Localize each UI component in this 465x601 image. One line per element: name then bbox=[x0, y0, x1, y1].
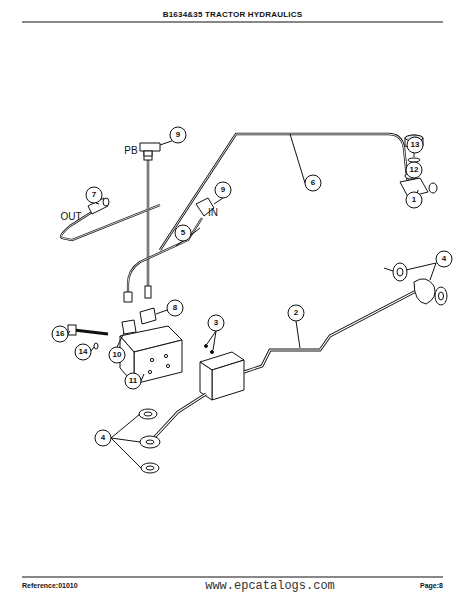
port-label: OUT bbox=[60, 212, 81, 222]
watermark: www.epcatalogs.com bbox=[205, 580, 335, 592]
port-label: IN bbox=[208, 208, 218, 218]
callout-number: 16 bbox=[56, 330, 65, 338]
callout-number: 1 bbox=[412, 196, 416, 204]
footer-reference: Reference:01010 bbox=[22, 582, 78, 589]
callout-number: 4 bbox=[101, 434, 105, 442]
callout-number: 8 bbox=[173, 304, 177, 312]
callout-number: 12 bbox=[410, 166, 419, 174]
callout-number: 5 bbox=[181, 229, 185, 237]
callout-number: 11 bbox=[129, 377, 137, 385]
footer-page: Page:8 bbox=[420, 582, 443, 589]
callout-number: 3 bbox=[214, 319, 218, 327]
port-label: PB bbox=[124, 146, 137, 156]
callout-number: 9 bbox=[176, 131, 180, 139]
callout-number: 2 bbox=[294, 309, 298, 317]
callout-number: 7 bbox=[92, 191, 96, 199]
callout-number: 13 bbox=[411, 141, 420, 149]
callout-number: 9 bbox=[221, 186, 225, 194]
callout-number: 10 bbox=[113, 351, 122, 359]
callout-number: 14 bbox=[79, 348, 88, 356]
page-title: B1634&35 TRACTOR HYDRAULICS bbox=[0, 10, 465, 19]
callout-number: 6 bbox=[311, 179, 315, 187]
callout-number: 4 bbox=[442, 255, 446, 263]
